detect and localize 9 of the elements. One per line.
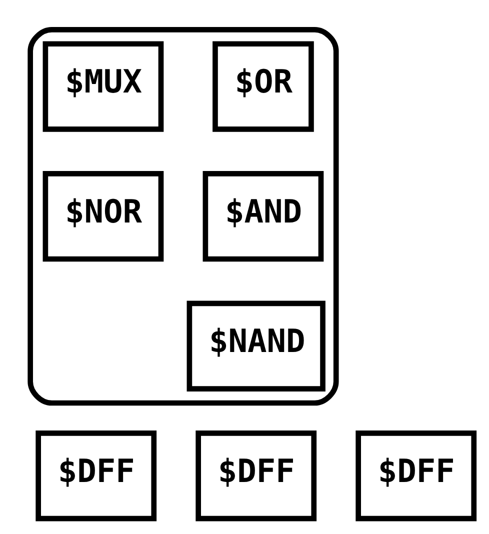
node-box: $OR: [212, 41, 314, 132]
node-box: $DFF: [195, 430, 316, 522]
node-box: $AND: [202, 171, 324, 262]
cluster: [27, 27, 338, 406]
node-box: $NAND: [186, 300, 325, 392]
node-box: $DFF: [35, 430, 156, 522]
node-box: $MUX: [42, 41, 164, 132]
node-box: $DFF: [355, 430, 476, 522]
node-box: $NOR: [42, 171, 164, 262]
